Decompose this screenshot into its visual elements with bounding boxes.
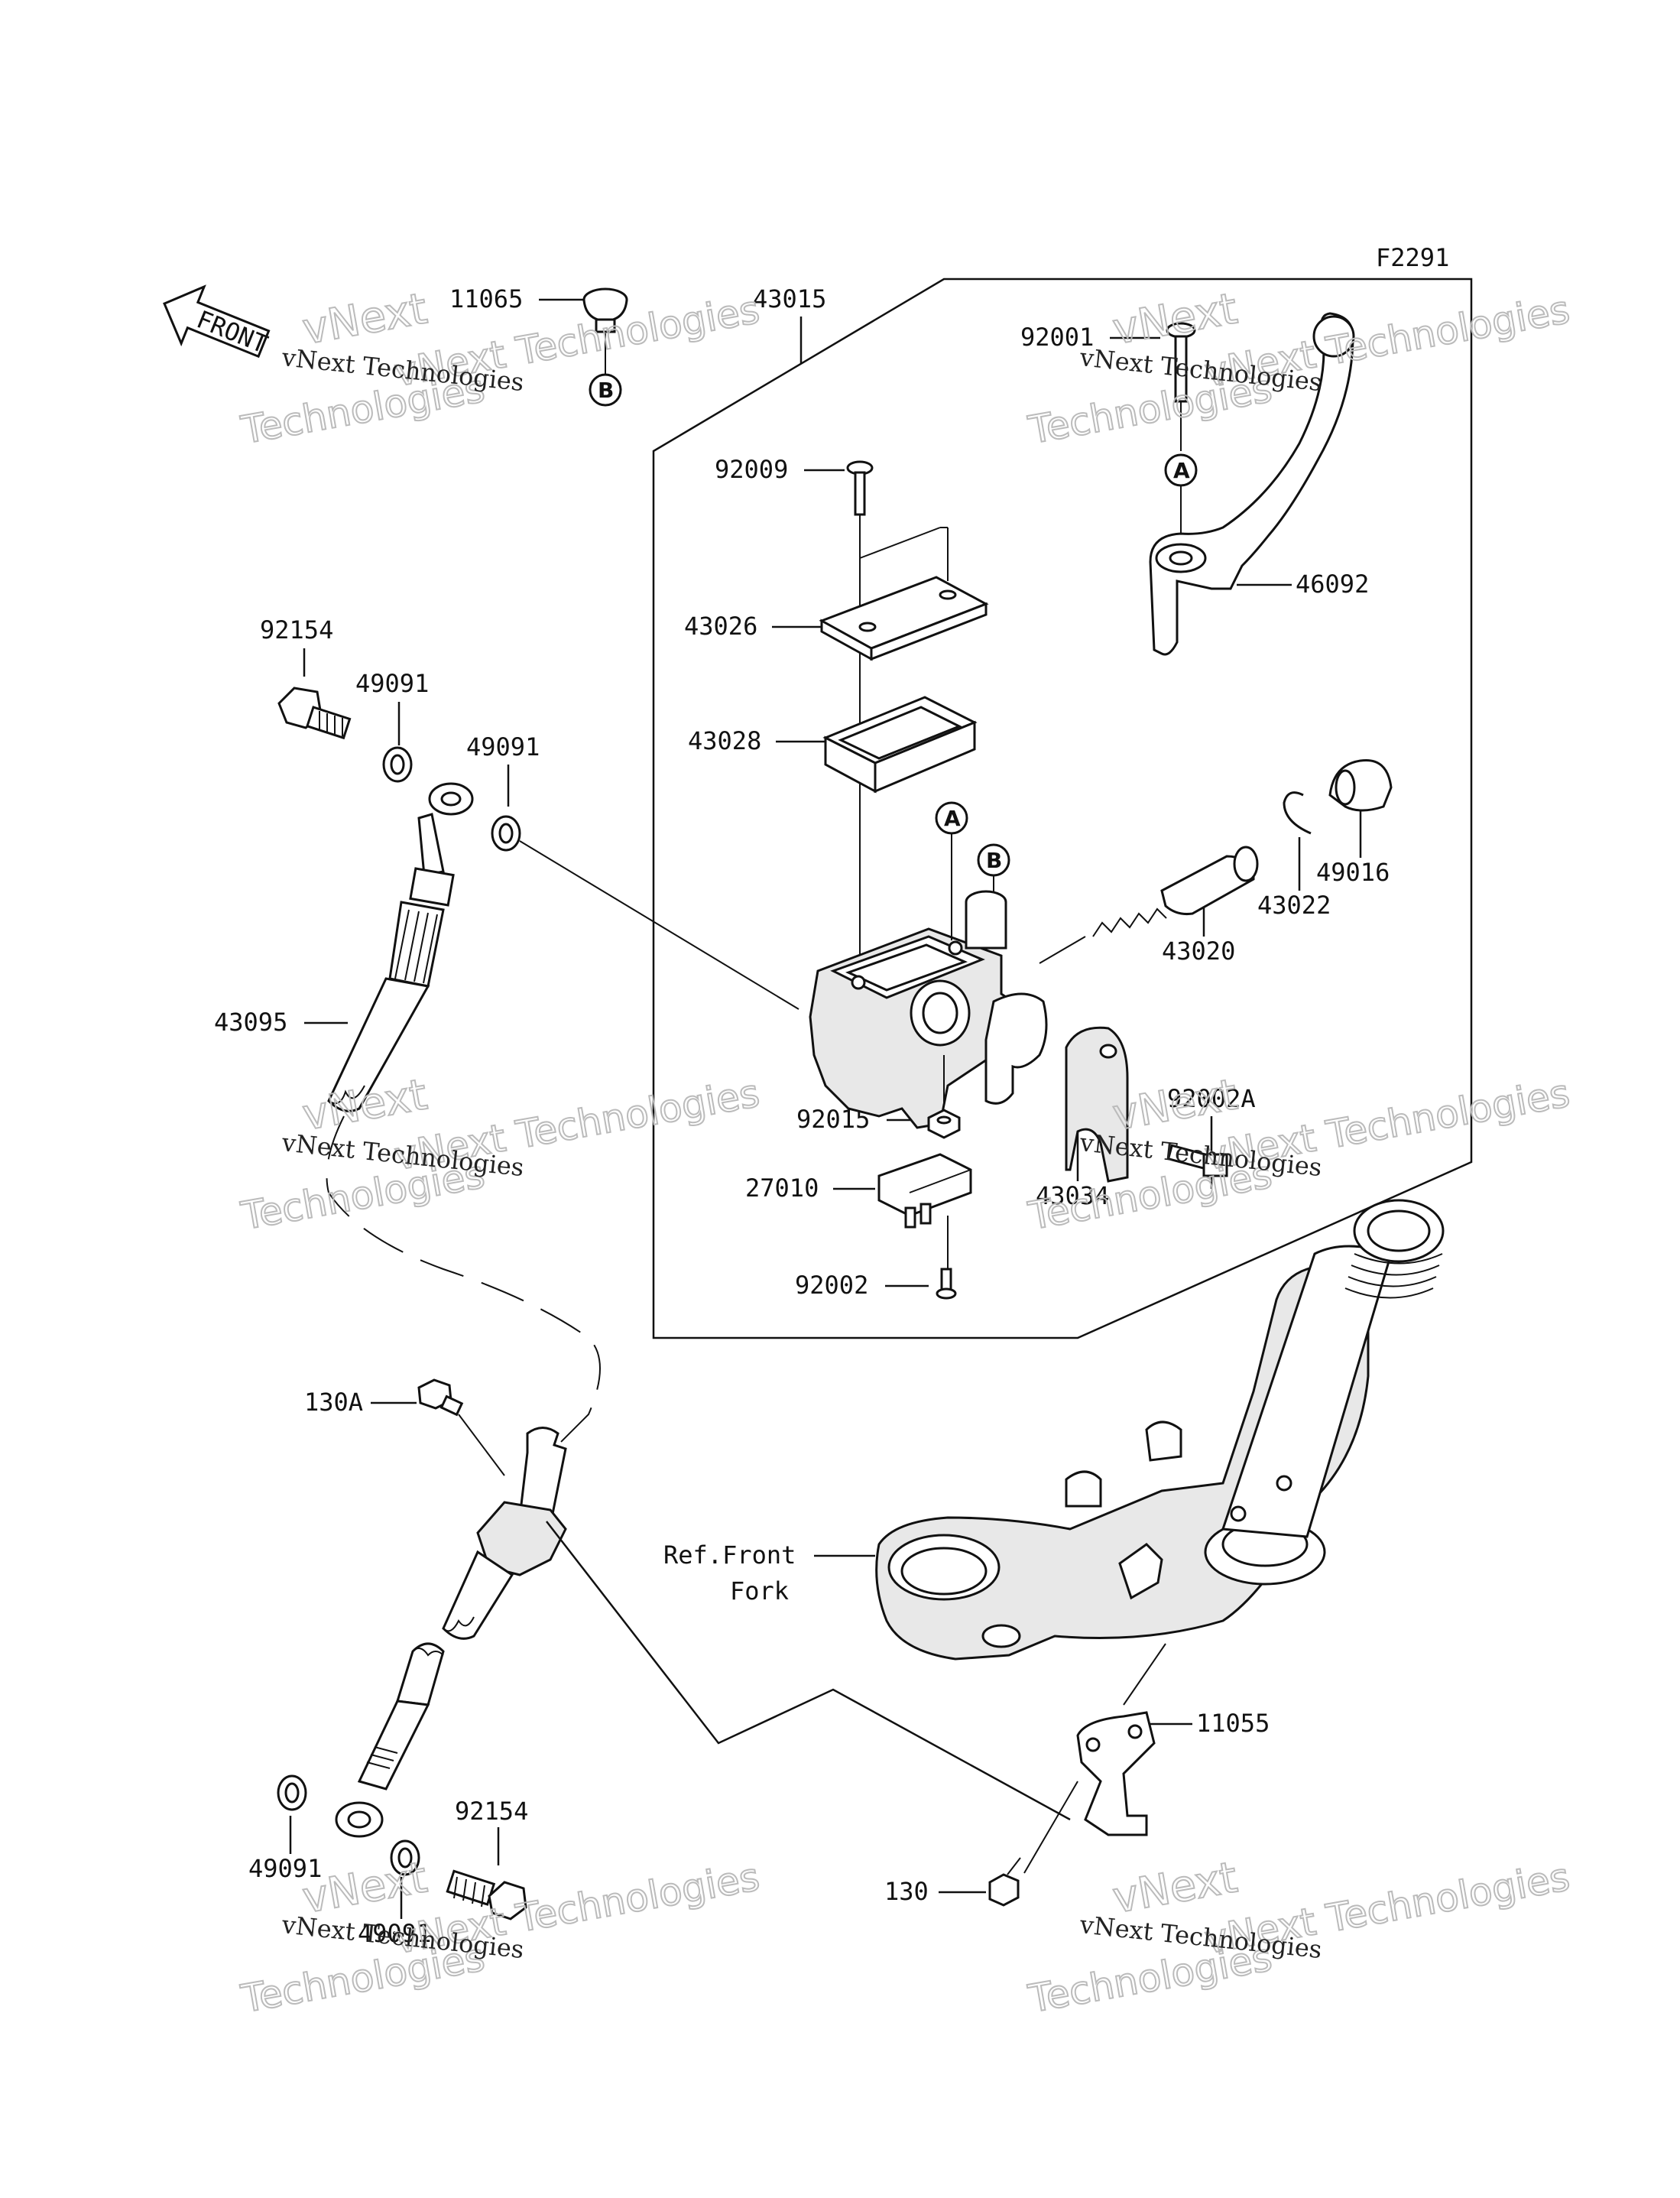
svg-text:92001: 92001 [1020,323,1094,352]
svg-text:Fork: Fork [730,1576,789,1605]
leader-hose-to-cylinder [519,840,799,1010]
svg-text:92009: 92009 [715,455,788,484]
svg-text:vNext: vNext [1109,284,1241,354]
circlip-43022 [1283,791,1312,835]
svg-text:vNext: vNext [299,284,430,354]
front-fork-clamp [875,1199,1445,1706]
washer-49091-b [491,815,521,852]
svg-text:vNext: vNext [1109,1852,1241,1923]
svg-text:46092: 46092 [1296,570,1369,599]
banjo-bolt-92154-bottom [446,1869,527,1920]
svg-text:vNext: vNext [299,1070,430,1140]
label-92002A: 92002A [1167,1084,1256,1189]
label-27010: 27010 [745,1174,875,1203]
svg-text:49091: 49091 [248,1854,322,1883]
brake-lever-46092 [1149,312,1355,656]
svg-text:43026: 43026 [684,612,757,641]
brake-hose-43095 [326,782,601,1446]
label-43095: 43095 [214,1008,348,1037]
label-43022: 43022 [1257,837,1331,920]
washer-49091-a [382,746,413,783]
reservoir-cover-43026 [819,527,989,661]
svg-text:Ref.Front: Ref.Front [663,1541,796,1570]
brake-switch-27010 [877,1153,972,1269]
callout-b-icon: B [589,333,622,407]
washer-49091-c [277,1774,307,1811]
label-92154-bottom: 92154 [455,1797,528,1865]
svg-text:A: A [944,806,961,831]
svg-text:43022: 43022 [1257,891,1331,920]
watermark-bottom-left: vNext vNext Technologies Technologies vN… [237,1852,764,2022]
banjo-bolt-92154-top [277,687,352,740]
label-92002: 92002 [795,1271,929,1300]
svg-text:130A: 130A [304,1388,363,1417]
svg-text:49091: 49091 [466,732,540,761]
svg-text:130: 130 [884,1877,929,1906]
screw-92001: A [1164,322,1198,550]
washer-49091-d [390,1839,420,1876]
watermark-top-right: vNext vNext Technologies Technologies vN… [1024,283,1574,453]
screw-92002 [936,1268,957,1300]
svg-text:49091: 49091 [355,669,429,698]
brake-hose-lower [335,1427,1071,1838]
bolt-130A [417,1378,505,1476]
svg-text:92002: 92002 [795,1271,868,1300]
svg-text:27010: 27010 [745,1174,819,1203]
bolt-130 [988,1857,1021,1907]
master-cylinder-assembly-frame [652,278,1473,1339]
cap-11065 [582,287,628,333]
callout-a-cylinder-icon: A [935,801,968,940]
front-label: FRONT [193,304,272,359]
front-arrow-icon: FRONT [163,284,272,359]
svg-text:43095: 43095 [214,1008,287,1037]
boot-49016 [1328,758,1393,812]
label-92009: 92009 [715,455,845,484]
svg-text:B: B [598,378,614,403]
watermark-bottom-right: vNext vNext Technologies Technologies vN… [1024,1852,1574,2022]
callout-b-cylinder-icon: B [977,843,1010,893]
label-130A: 130A [304,1388,417,1417]
bolt-92002A [1166,1144,1228,1177]
label-92001: 92001 [1020,323,1160,352]
svg-text:49016: 49016 [1316,858,1390,887]
bracket-11055 [1023,1711,1156,1874]
svg-text:49091: 49091 [358,1919,431,1948]
svg-text:43028: 43028 [688,726,761,755]
label-49091-b: 49091 [466,732,540,807]
svg-text:43034: 43034 [1036,1181,1109,1210]
label-49016: 49016 [1316,810,1390,887]
svg-text:92002A: 92002A [1167,1084,1256,1113]
label-43026: 43026 [684,612,822,641]
label-92154-top: 92154 [260,615,333,677]
svg-text:92154: 92154 [455,1797,528,1826]
svg-text:92154: 92154 [260,615,333,644]
holder-43034 [1065,1026,1129,1183]
svg-text:A: A [1173,458,1190,483]
label-43034: 43034 [1036,1131,1109,1210]
nut-92015 [927,1055,961,1139]
figure-code: F2291 [1376,243,1449,272]
label-49091-d: 49091 [358,1877,431,1948]
label-43028: 43028 [688,726,825,755]
svg-text:43020: 43020 [1162,937,1235,966]
label-130: 130 [884,1877,986,1906]
svg-text:vNext: vNext [1109,1070,1241,1140]
label-46092: 46092 [1237,570,1369,599]
label-49091-c: 49091 [248,1816,322,1883]
label-43015: 43015 [753,284,826,363]
diaphragm-43028 [822,696,978,794]
label-11065: 11065 [449,284,585,313]
watermark-mid-left: vNext vNext Technologies Technologies vN… [237,1069,764,1239]
master-cylinder-body [809,890,1048,1129]
label-11055: 11055 [1150,1709,1270,1738]
ref-front-fork-note: Ref.Front Fork [663,1541,875,1605]
svg-text:43015: 43015 [753,284,826,313]
label-49091-a: 49091 [355,669,429,745]
svg-text:11055: 11055 [1196,1709,1270,1738]
svg-text:11065: 11065 [449,284,523,313]
piston-spring-43020 [1039,846,1259,964]
svg-text:B: B [986,848,1002,873]
